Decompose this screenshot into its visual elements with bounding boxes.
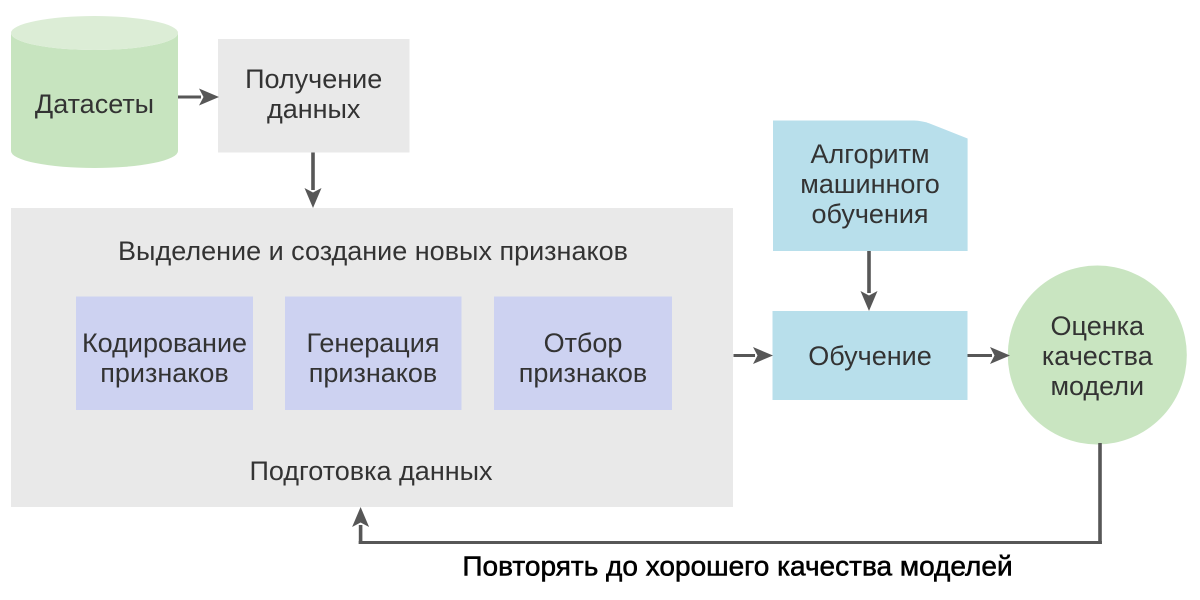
svg-text:качества: качества bbox=[1042, 341, 1154, 371]
svg-text:Отбор: Отбор bbox=[544, 328, 623, 358]
svg-text:данных: данных bbox=[267, 94, 361, 124]
svg-text:Алгоритм: Алгоритм bbox=[810, 139, 929, 169]
svg-text:признаков: признаков bbox=[519, 358, 648, 388]
svg-text:Подготовка данных: Подготовка данных bbox=[249, 456, 493, 486]
svg-text:Датасеты: Датасеты bbox=[35, 89, 154, 119]
svg-text:машинного: машинного bbox=[800, 169, 939, 199]
svg-text:признаков: признаков bbox=[309, 358, 438, 388]
svg-text:Повторять до хорошего качества: Повторять до хорошего качества моделей bbox=[462, 551, 1012, 582]
svg-text:Оценка: Оценка bbox=[1051, 311, 1145, 341]
svg-text:Получение: Получение bbox=[245, 64, 382, 94]
svg-text:признаков: признаков bbox=[100, 358, 229, 388]
svg-text:обучения: обучения bbox=[811, 199, 928, 229]
svg-text:Обучение: Обучение bbox=[808, 341, 931, 371]
svg-text:модели: модели bbox=[1050, 371, 1144, 401]
svg-text:Кодирование: Кодирование bbox=[82, 328, 247, 358]
svg-text:Генерация: Генерация bbox=[307, 328, 440, 358]
svg-text:Выделение и создание новых при: Выделение и создание новых признаков bbox=[118, 236, 628, 266]
